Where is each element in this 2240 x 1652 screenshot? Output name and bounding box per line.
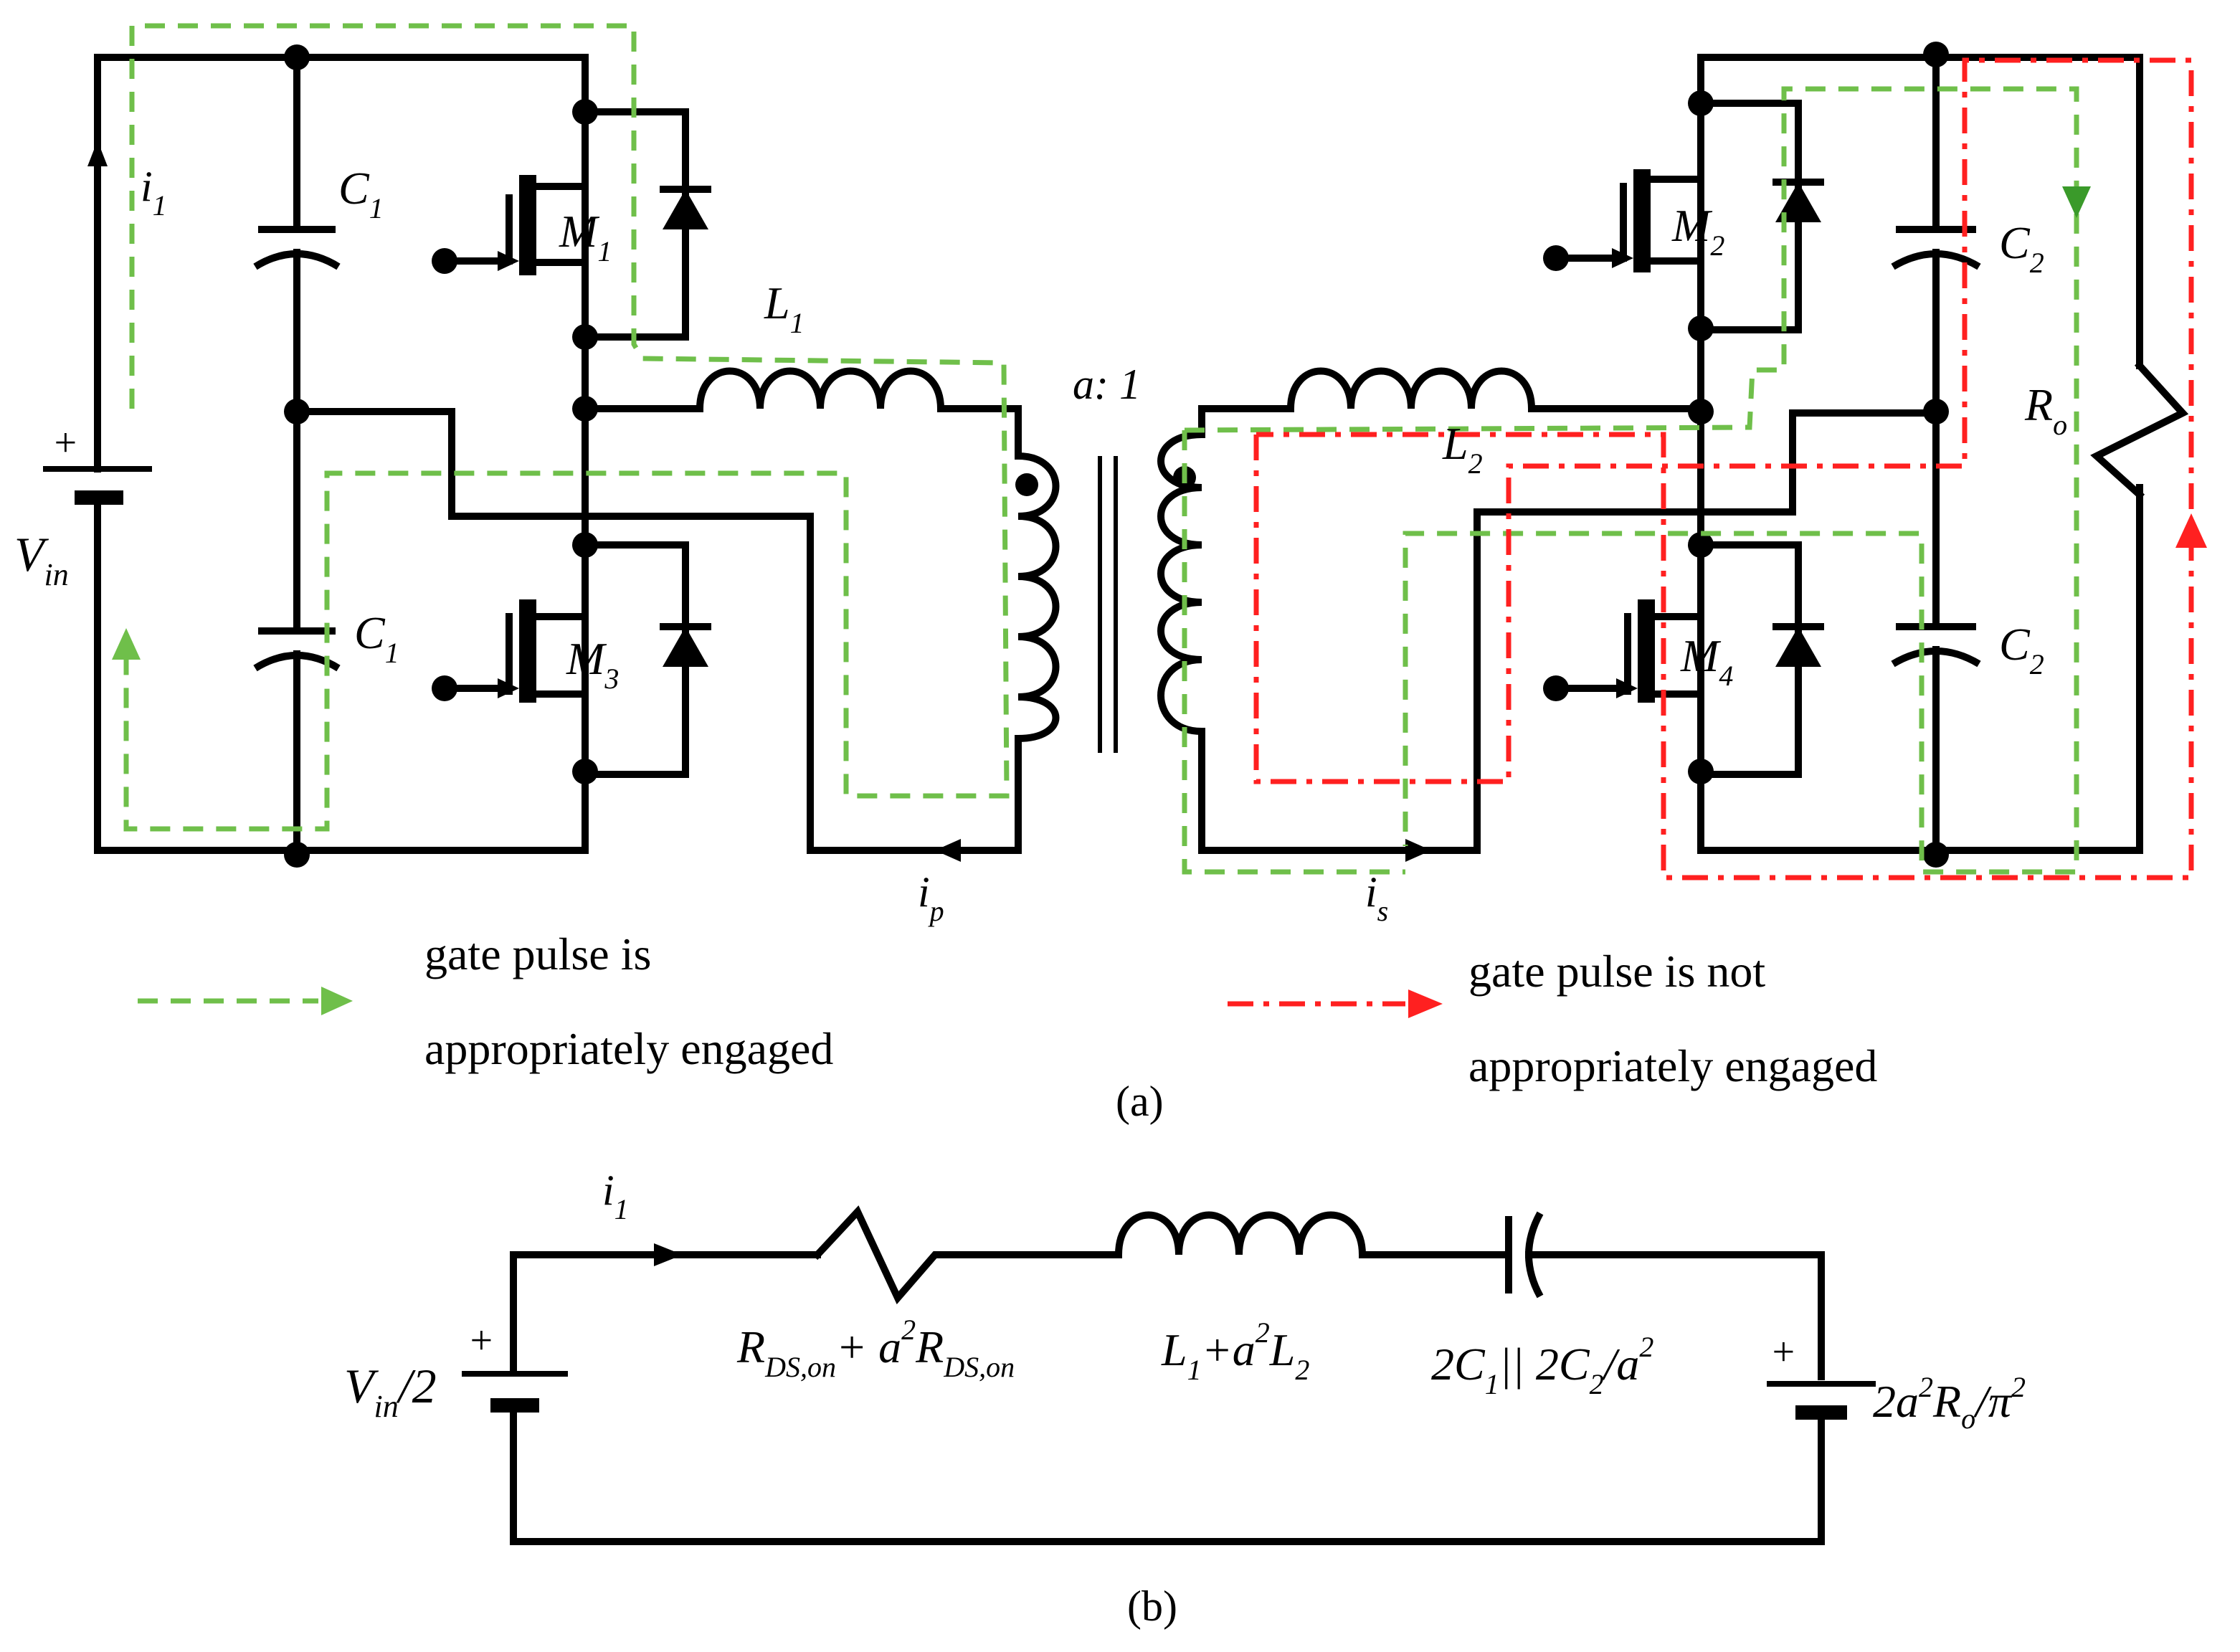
- m1-label: M1: [559, 206, 612, 267]
- mosfet-m4: [1543, 599, 1704, 703]
- vin-half-label: Vin/2: [344, 1359, 437, 1424]
- plus-right: +: [1770, 1330, 1797, 1375]
- is-label: is: [1365, 868, 1388, 927]
- vin-half-battery: [462, 1371, 568, 1413]
- i1-arrow: [87, 141, 108, 166]
- vin-battery: [43, 431, 152, 520]
- legend: gate pulse is appropriately engaged gate…: [138, 929, 1877, 1091]
- ro-resistor: [2090, 360, 2189, 500]
- red-current-path: [1253, 57, 2194, 880]
- legend-green-arrow: [321, 987, 353, 1015]
- diode-d3: [582, 541, 711, 778]
- legend-red-arrow: [1408, 989, 1443, 1018]
- ip-label: ip: [918, 868, 944, 927]
- diode-d4: [1697, 541, 1824, 778]
- diode-d1: [582, 108, 711, 341]
- mosfet-m1: [432, 175, 589, 275]
- green-current-path: [123, 23, 2079, 875]
- primary-junctions: [284, 44, 598, 868]
- primary-side: [43, 44, 1022, 868]
- legend-red-line1: gate pulse is not: [1468, 946, 1765, 997]
- plus-sign: +: [52, 421, 79, 465]
- is-arrow: [1405, 839, 1431, 862]
- part-b-labels: i1 + + Vin/2 RDS,on+ a2RDS,on L1+a2L2 2C…: [344, 1167, 2026, 1435]
- equiv-resistor: [812, 1205, 1122, 1305]
- caption-a: (a): [1116, 1078, 1164, 1125]
- mosfet-m2: [1543, 169, 1704, 272]
- m3-label: M3: [566, 633, 619, 695]
- l1-label: L1: [764, 277, 805, 339]
- l2-label: L2: [1442, 418, 1483, 480]
- ip-arrow: [935, 839, 961, 862]
- legend-green-line1: gate pulse is: [424, 929, 651, 979]
- ro-label: Ro: [2024, 379, 2067, 441]
- i1-label: i1: [141, 163, 167, 222]
- capacitor-label: 2C1|| 2C2/a2: [1431, 1331, 1653, 1400]
- vin-label: Vin: [14, 527, 69, 592]
- green-arrow-right: [2062, 186, 2091, 218]
- m2-label: M2: [1671, 200, 1724, 262]
- load-battery: [1767, 1381, 1876, 1420]
- c1-top-label: C1: [338, 163, 384, 224]
- secondary-junctions: [1688, 42, 1949, 868]
- green-arrow-left: [112, 628, 141, 660]
- transformer: [1014, 430, 1206, 753]
- c2-capacitors: [1891, 54, 1981, 854]
- resistor-label: RDS,on+ a2RDS,on: [736, 1314, 1015, 1383]
- c2-top-label: C2: [1999, 217, 2044, 279]
- plus-left: +: [468, 1319, 495, 1363]
- l2-inductor: [1286, 367, 1536, 413]
- part-a-labels: + Vin i1 C1 C1 M1 M3 L1 a: 1 ip L2 is M2…: [14, 163, 2067, 927]
- caption-b: (b): [1127, 1582, 1177, 1630]
- red-arrow-right: [2175, 513, 2207, 548]
- legend-red-line2: appropriately engaged: [1468, 1040, 1877, 1091]
- equivalent-circuit: [462, 1205, 1876, 1545]
- load-label: 2a2Ro/π2: [1873, 1371, 2026, 1435]
- equiv-inductor: [1114, 1211, 1367, 1259]
- c2-bot-label: C2: [1999, 619, 2044, 680]
- diode-d2: [1697, 100, 1824, 333]
- l1-inductor: [696, 367, 945, 413]
- i1-label-b: i1: [602, 1167, 629, 1225]
- mosfet-m3: [432, 599, 589, 703]
- secondary-side: [1198, 42, 2189, 868]
- legend-green-line2: appropriately engaged: [424, 1023, 833, 1074]
- c1-bot-label: C1: [354, 607, 399, 669]
- m4-label: M4: [1680, 630, 1733, 692]
- ratio-label: a: 1: [1073, 361, 1141, 408]
- i1-arrow-b: [654, 1243, 683, 1266]
- inductor-label: L1+a2L2: [1161, 1316, 1309, 1386]
